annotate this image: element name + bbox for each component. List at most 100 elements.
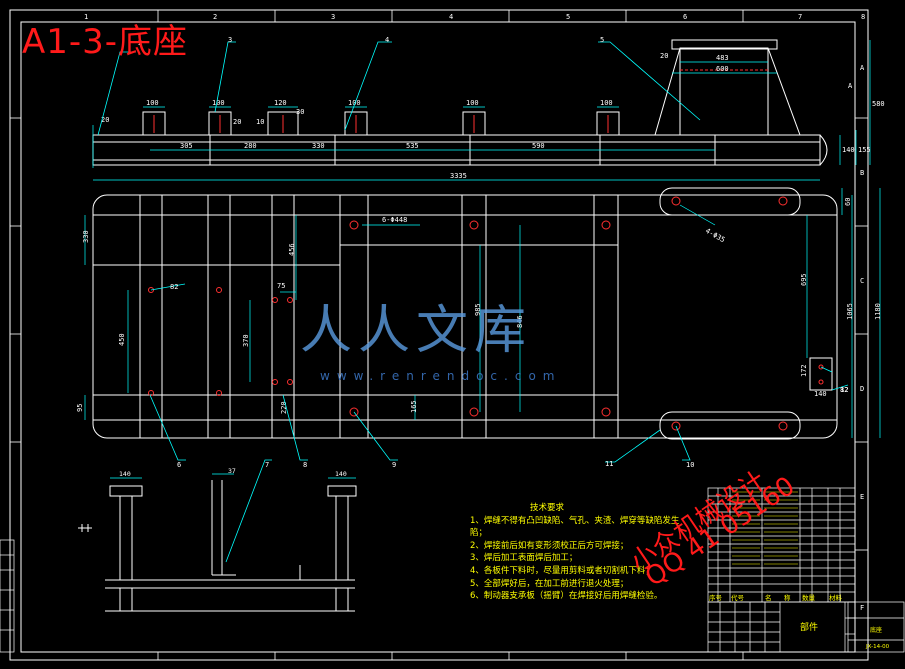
dim-label: 985 <box>474 303 482 316</box>
dim-label: 100 <box>146 99 159 107</box>
callout-number: 11 <box>605 460 613 468</box>
dim-label: 846 <box>516 315 524 328</box>
front-view <box>92 39 828 166</box>
dim-label: 155 <box>858 146 871 154</box>
dim-label: 140 <box>119 470 131 478</box>
front-view-holes <box>153 69 768 133</box>
bom-header-cell: 材料 <box>829 593 843 602</box>
dim-label: 1065 <box>846 303 854 320</box>
technical-notes: 技术要求 1、焊缝不得有凸凹缺陷、气孔、夹渣、焊穿等缺陷发生 陷； 2、焊接前后… <box>470 502 679 603</box>
view-label: A <box>848 82 853 90</box>
callout-number: 2 <box>138 39 142 47</box>
dim-label: 370 <box>242 334 250 347</box>
callout-number: 9 <box>392 461 396 469</box>
dim-label: 100 <box>600 99 613 107</box>
bom-header-cell: 名 <box>765 593 772 602</box>
dim-label: 590 <box>532 142 545 150</box>
dim-label: 100 <box>212 99 225 107</box>
callout-numbers: 2 3 4 5 6 7 8 9 10 11 12 <box>138 36 848 469</box>
zone-numbers: 1 2 3 4 5 6 7 8 A B C D E F <box>84 13 865 612</box>
dim-label: 120 <box>274 99 287 107</box>
dim-label: 305 <box>180 142 193 150</box>
dim-label: 172 <box>800 364 808 377</box>
zone-number: 8 <box>861 13 865 21</box>
callout-number: 8 <box>303 461 307 469</box>
dim-label: 140 <box>842 146 855 154</box>
part-label: 部件 <box>800 621 818 633</box>
dim-label: 100 <box>466 99 479 107</box>
callout-leaders <box>97 41 833 563</box>
callout-number: 10 <box>686 461 694 469</box>
dim-label: 580 <box>872 100 885 108</box>
plan-view <box>92 187 838 440</box>
callout-number: 5 <box>600 36 604 44</box>
dim-label: 75 <box>277 282 285 290</box>
zone-letter: B <box>860 169 864 177</box>
dim-label: 695 <box>800 273 808 286</box>
dim-label: 95 <box>76 404 84 412</box>
zone-number: 6 <box>683 13 687 21</box>
section-view-dimensions <box>110 473 356 479</box>
technical-note: 4、各板件下料时，尽量用剪料或者切割机下料； <box>470 565 654 576</box>
dim-label: 535 <box>406 142 419 150</box>
bom-header-cell: 称 <box>784 593 791 602</box>
technical-notes-heading: 技术要求 <box>530 503 565 513</box>
section-view <box>78 480 357 612</box>
front-view-dimensions <box>92 40 871 168</box>
zone-letter: D <box>860 385 864 393</box>
drawing-number: JX-14-00 <box>865 644 890 650</box>
dim-label: 82 <box>840 386 848 394</box>
zone-number: 3 <box>331 13 335 21</box>
zone-number: 4 <box>449 13 453 21</box>
section-view-dim-text: 140 37 140 <box>119 467 347 478</box>
dim-label: 60 <box>844 198 852 206</box>
sheet-frame <box>9 9 869 661</box>
dim-label: 450 <box>118 333 126 346</box>
dim-label: 483 <box>716 54 729 62</box>
drawing-name: 底座 <box>870 626 882 634</box>
dim-label: 330 <box>312 142 325 150</box>
dim-label: 165 <box>410 400 418 413</box>
callout-number: 6 <box>177 461 181 469</box>
dim-label: 10 <box>256 118 264 126</box>
drawing-title: A1-3-底座 <box>22 22 189 62</box>
dim-label: 37 <box>228 467 236 475</box>
technical-note: 6、制动器支承板（摇臂）在焊接好后用焊缝检验。 <box>470 591 663 602</box>
plan-view-dim-text: 3335 330 456 75 82 450 370 95 220 6-Φ448… <box>76 172 882 414</box>
dim-label: 20 <box>101 116 109 124</box>
callout-number: 3 <box>228 36 232 44</box>
technical-note: 陷； <box>470 528 488 539</box>
callout-number: 4 <box>385 36 389 44</box>
dim-label: 1180 <box>874 303 882 320</box>
zone-letter: C <box>860 277 864 285</box>
dim-label: 6-Φ448 <box>382 216 407 224</box>
dim-label: 456 <box>288 243 296 256</box>
bom-header-cell: 数量 <box>802 593 816 602</box>
bom-header-cell: 序号 <box>709 593 723 602</box>
dim-label: 20 <box>233 118 241 126</box>
front-view-dim-text: 100 100 120 100 100 100 30 20 20 10 20 3… <box>101 52 885 154</box>
zone-number: 1 <box>84 13 88 21</box>
watermark-logo-text: 人人文库 <box>300 301 533 361</box>
zone-letter: F <box>860 604 864 612</box>
dim-label: 100 <box>348 99 361 107</box>
plan-view-dimensions <box>84 179 881 438</box>
bom-header-cell: 代号 <box>731 593 745 602</box>
zone-number: 2 <box>213 13 217 21</box>
plan-view-holes <box>148 196 824 431</box>
technical-note: 1、焊缝不得有凸凹缺陷、气孔、夹渣、焊穿等缺陷发生 <box>470 515 680 526</box>
dim-label: 82 <box>170 283 178 291</box>
zone-number: 5 <box>566 13 570 21</box>
dim-label: 30 <box>296 108 304 116</box>
callout-number: 12 <box>840 386 848 394</box>
dim-label: 140 <box>814 390 827 398</box>
zone-grid <box>10 10 868 660</box>
technical-note: 5、全部焊好后，在加工前进行退火处理； <box>470 578 629 589</box>
technical-note: 3、焊后加工表面焊后加工； <box>470 553 578 564</box>
zone-number: 7 <box>798 13 802 21</box>
dim-label: 140 <box>335 470 347 478</box>
bom-hatch <box>732 491 798 565</box>
dim-label: 20 <box>660 52 668 60</box>
zone-letter: E <box>860 493 864 501</box>
